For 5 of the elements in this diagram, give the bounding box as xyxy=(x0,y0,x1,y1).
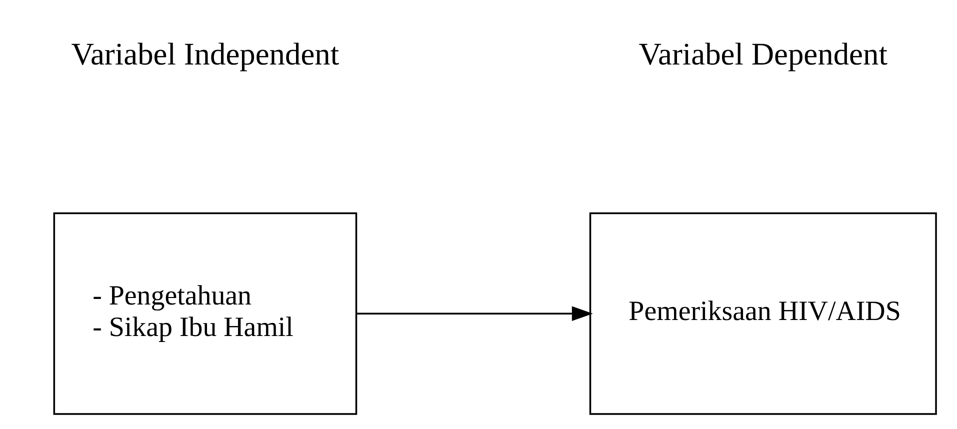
label: Variabel Independent xyxy=(71,36,340,72)
node-box: - Pengetahuan - Sikap Ibu Hamil xyxy=(53,212,358,415)
node-box: Pemeriksaan HIV/AIDS xyxy=(589,212,937,415)
arrow xyxy=(356,306,593,321)
label: Variabel Dependent xyxy=(638,36,888,72)
